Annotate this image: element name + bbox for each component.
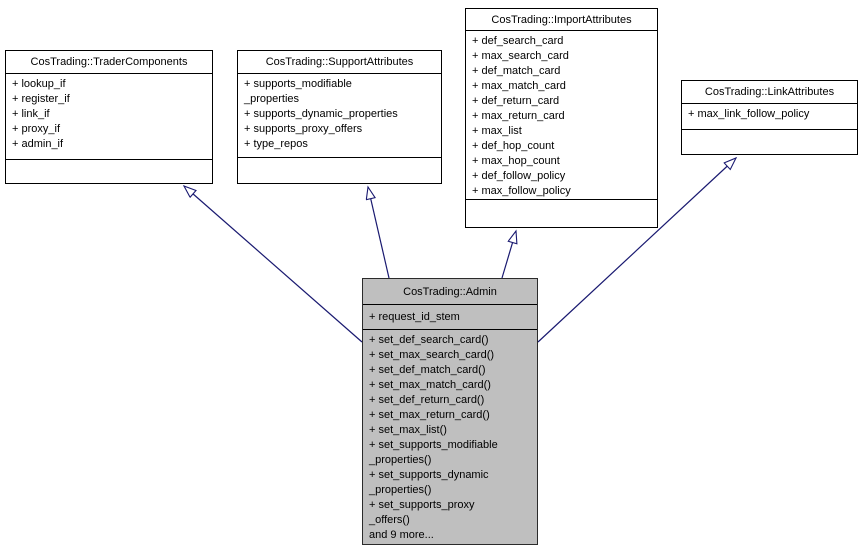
member-line: + set_supports_dynamic (369, 469, 489, 481)
member-line: + max_hop_count (472, 155, 560, 167)
member-line: + set_max_search_card() (369, 349, 495, 361)
class-title: CosTrading::Admin (363, 279, 537, 305)
empty-compartment (682, 129, 857, 154)
member-line: + max_match_card (472, 80, 566, 92)
member-line: + max_list (472, 125, 522, 137)
member-line: + set_supports_modifiable (369, 439, 498, 451)
member-line: + max_follow_policy (472, 185, 571, 197)
inheritance-arrow-to-link-attributes (537, 158, 736, 343)
class-box-admin: CosTrading::Admin + request_id_stem + se… (362, 278, 538, 545)
class-box-import-attributes: CosTrading::ImportAttributes + def_searc… (465, 8, 658, 228)
member-line: + def_hop_count (472, 140, 555, 152)
class-box-link-attributes: CosTrading::LinkAttributes + max_link_fo… (681, 80, 858, 155)
attributes-compartment: + max_link_follow_policy (682, 104, 857, 129)
member-line: + def_search_card (472, 35, 564, 47)
member-line: + type_repos (244, 138, 308, 150)
member-line: _properties (244, 93, 300, 105)
member-line: + supports_proxy_offers (244, 123, 363, 135)
member-line: + max_return_card (472, 110, 565, 122)
inheritance-arrow-to-support-attributes (368, 187, 390, 279)
member-line: + admin_if (12, 138, 64, 150)
attributes-compartment: + def_search_card + max_search_card + def_… (466, 31, 657, 199)
member-line: and 9 more... (369, 529, 434, 541)
member-line: + set_def_return_card() (369, 394, 485, 406)
member-line: + set_supports_proxy (369, 499, 475, 511)
member-line: _properties() (369, 484, 432, 496)
empty-compartment (466, 199, 657, 227)
member-line: _offers() (369, 514, 410, 526)
member-line: + supports_dynamic_properties (244, 108, 398, 120)
member-line: + proxy_if (12, 123, 60, 135)
member-line: + register_if (12, 93, 70, 105)
member-line: + max_link_follow_policy (688, 108, 810, 120)
methods-compartment: + set_def_search_card() + set_max_search_… (363, 330, 537, 544)
member-line: + set_max_list() (369, 424, 447, 436)
empty-compartment (238, 157, 441, 183)
class-title: CosTrading::ImportAttributes (466, 9, 657, 31)
member-line: + def_follow_policy (472, 170, 566, 182)
member-line: _properties() (369, 454, 432, 466)
member-line: + supports_modifiable (244, 78, 352, 90)
member-line: + link_if (12, 108, 50, 120)
member-line: + lookup_if (12, 78, 66, 90)
attributes-compartment: + request_id_stem (363, 305, 537, 330)
member-line: + set_def_search_card() (369, 334, 489, 346)
inheritance-arrow-to-trader-components (184, 186, 363, 343)
member-line: + set_max_return_card() (369, 409, 490, 421)
inheritance-arrow-to-import-attributes (501, 231, 516, 279)
attributes-compartment: + supports_modifiable _properties + suppor… (238, 74, 441, 157)
attributes-compartment: + lookup_if + register_if + link_if + proxy… (6, 74, 212, 159)
member-line: + request_id_stem (369, 311, 460, 323)
class-title: CosTrading::LinkAttributes (682, 81, 857, 104)
class-box-trader-components: CosTrading::TraderComponents + lookup_if… (5, 50, 213, 184)
empty-compartment (6, 159, 212, 183)
class-title: CosTrading::SupportAttributes (238, 51, 441, 74)
member-line: + set_max_match_card() (369, 379, 491, 391)
member-line: + def_return_card (472, 95, 560, 107)
class-box-support-attributes: CosTrading::SupportAttributes + supports… (237, 50, 442, 184)
member-line: + def_match_card (472, 65, 561, 77)
class-title: CosTrading::TraderComponents (6, 51, 212, 74)
member-line: + max_search_card (472, 50, 569, 62)
member-line: + set_def_match_card() (369, 364, 486, 376)
